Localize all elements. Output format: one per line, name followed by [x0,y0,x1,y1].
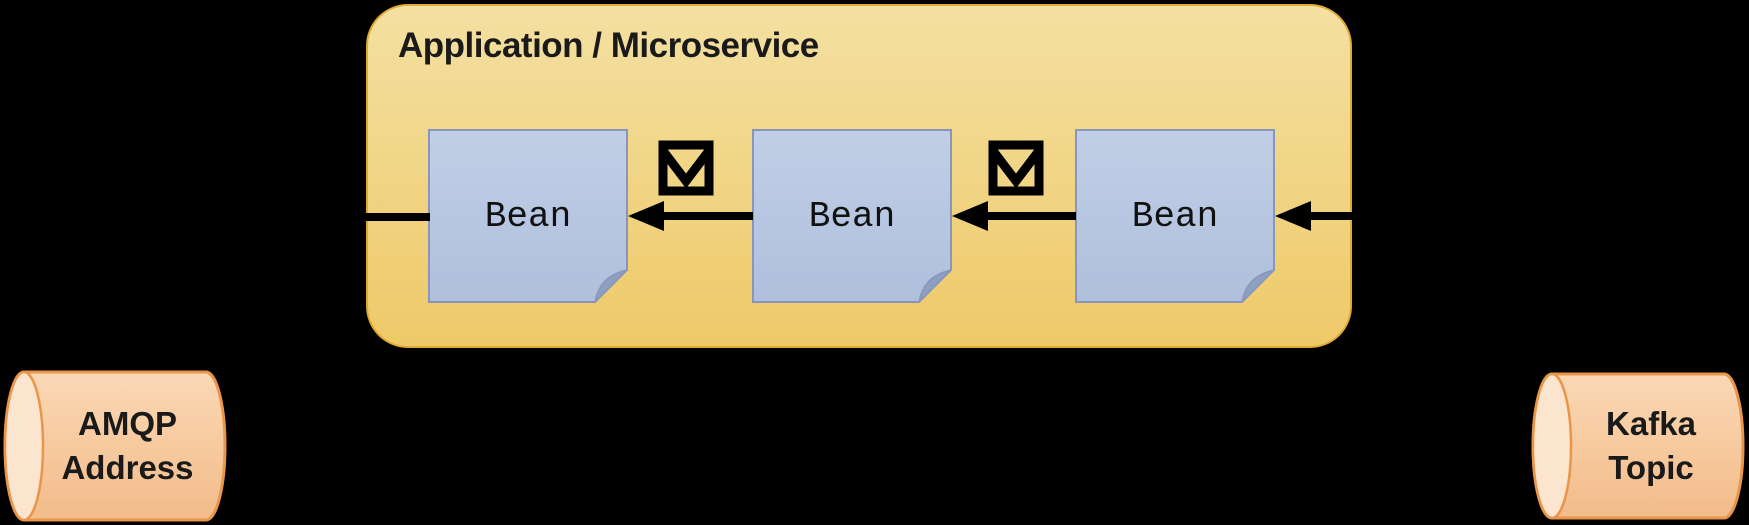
kafka-topic-cylinder: Kafka Topic [1531,371,1747,521]
cylinder-rim [1531,372,1573,520]
bean-node-2: Bean [752,129,952,303]
folded-corner [594,268,628,303]
folded-corner [1241,268,1275,303]
bean-label: Bean [808,195,896,237]
bean-node-1: Bean [428,129,628,303]
bean-note-shape [752,129,952,303]
kafka-label-line2: Topic [1608,449,1694,486]
cylinder-shape [3,370,227,522]
bean-note-shape [428,129,628,303]
amqp-label-line2: Address [61,449,194,486]
bean-note-shape [1075,129,1275,303]
kafka-topic-label: Kafka Topic [1563,371,1739,521]
application-box-title: Application / Microservice [398,26,819,65]
kafka-label-line1: Kafka [1606,405,1696,442]
folded-corner [918,268,952,303]
amqp-label-line1: AMQP [78,405,177,442]
bean-label: Bean [484,195,572,237]
bean-node-3: Bean [1075,129,1275,303]
cylinder-rim [3,370,45,522]
bean-label: Bean [1131,195,1219,237]
amqp-address-label: AMQP Address [34,369,221,523]
amqp-address-cylinder: AMQP Address [2,369,229,523]
cylinder-shape [1531,372,1745,520]
